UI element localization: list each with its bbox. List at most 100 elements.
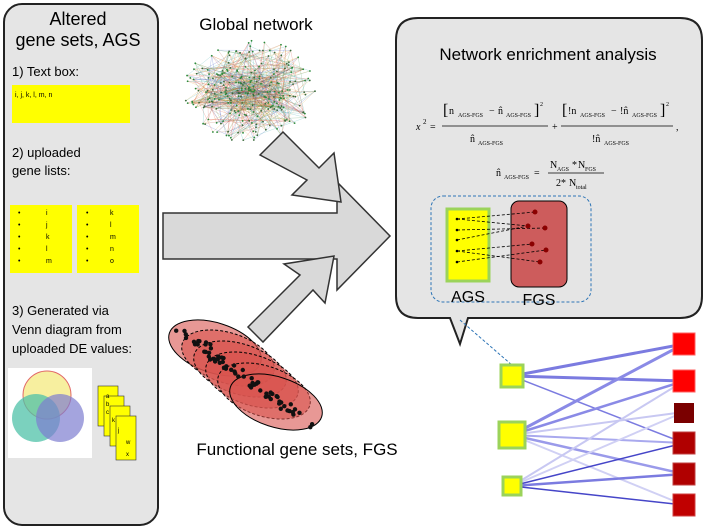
f2-lhs-sub: AGS-FGS [504, 175, 529, 181]
network-node [202, 106, 205, 109]
network-edge [216, 90, 251, 109]
mini-connector [459, 319, 521, 373]
network-edge [243, 117, 306, 141]
network-node [264, 102, 267, 105]
network-node [228, 81, 231, 84]
network-node [269, 90, 271, 93]
f1-num1-sub2: AGS-FGS [506, 113, 531, 119]
network-node [273, 101, 276, 103]
network-node [251, 90, 253, 93]
network-node [227, 130, 230, 133]
network-node [302, 111, 305, 114]
list2-bullet: • [86, 234, 89, 241]
network-node [276, 109, 279, 112]
network-node [292, 95, 295, 98]
f1-num1-nhat: n̂ [498, 106, 503, 117]
network-node [230, 101, 232, 104]
network-node [245, 114, 248, 117]
network-node [228, 134, 230, 137]
network-edge [195, 57, 299, 108]
ags-title-line1: Altered [49, 9, 106, 29]
network-edge [268, 55, 275, 75]
network-edge [221, 51, 250, 93]
fgs-gene-dot [266, 394, 271, 399]
network-node [249, 88, 252, 91]
f1-lhs: x [415, 122, 421, 133]
expected-formula: n̂ AGS-FGS = N AGS * N FGS 2* N total [496, 160, 604, 191]
fgs-gene-dot [208, 342, 213, 347]
fgs-gene-dot [183, 332, 188, 337]
network-edge [253, 91, 256, 132]
network-node [237, 110, 240, 113]
network-node [307, 77, 310, 80]
mini-edges [456, 211, 547, 263]
network-edge [274, 50, 291, 102]
network-node [280, 124, 283, 127]
network-edge [211, 55, 220, 100]
network-node [213, 98, 216, 100]
network-edge [203, 123, 230, 136]
network-node [314, 90, 316, 93]
network-node [269, 76, 272, 79]
network-node [303, 91, 306, 94]
network-edge [278, 83, 283, 92]
network-edge [228, 121, 264, 136]
list1-item: m [46, 258, 52, 265]
step1-label: 1) Text box: [12, 64, 79, 79]
network-node [248, 119, 251, 122]
network-node [276, 102, 278, 105]
network-edge [240, 78, 244, 86]
card-letter: b [106, 402, 110, 408]
network-node [258, 77, 261, 80]
network-edge [193, 79, 222, 124]
network-node [229, 136, 232, 139]
fgs-title: Functional gene sets, FGS [196, 440, 397, 459]
arrow-to-analysis [162, 180, 392, 292]
network-edge [298, 57, 305, 93]
network-node [280, 108, 283, 111]
fgs-gene-dot [221, 365, 227, 370]
network-node [266, 91, 269, 94]
list1-bullet: • [18, 258, 21, 265]
network-node [228, 54, 231, 57]
network-node [279, 96, 282, 99]
network-node [215, 73, 218, 75]
network-node [250, 39, 253, 42]
network-node [285, 62, 288, 65]
network-edge [253, 91, 316, 141]
f1-num2-notn: !n [568, 106, 576, 117]
network-node [298, 104, 301, 107]
fgs-gene-dot [203, 340, 209, 345]
network-node [251, 50, 254, 53]
network-node [272, 104, 274, 107]
network-node [240, 87, 243, 90]
network-edge [223, 85, 232, 101]
network-edge [206, 91, 306, 118]
network-node [303, 112, 306, 115]
fgs-gene-dot [275, 394, 280, 400]
list2-item: o [110, 258, 114, 265]
network-edge [228, 62, 250, 88]
network-edge [227, 70, 239, 97]
network-node [207, 76, 210, 79]
network-node [273, 68, 275, 71]
f2-den-coef: 2* [556, 178, 566, 189]
network-node [289, 49, 292, 52]
network-edge [226, 50, 264, 70]
list1-item: i [46, 210, 48, 217]
network-node [220, 82, 222, 84]
network-node [252, 93, 255, 96]
f2-den: N [569, 178, 576, 189]
network-edge [211, 55, 278, 84]
network-node [284, 67, 286, 70]
network-node [194, 87, 197, 90]
network-node [237, 131, 239, 134]
network-node [260, 62, 263, 65]
network-node [280, 43, 282, 46]
network-node [254, 69, 256, 72]
network-node [226, 68, 228, 71]
network-edge [264, 42, 292, 73]
network-edge [242, 84, 249, 89]
global-network-hairball [184, 39, 316, 142]
f1-num2-notnhat: !n̂ [620, 106, 628, 117]
